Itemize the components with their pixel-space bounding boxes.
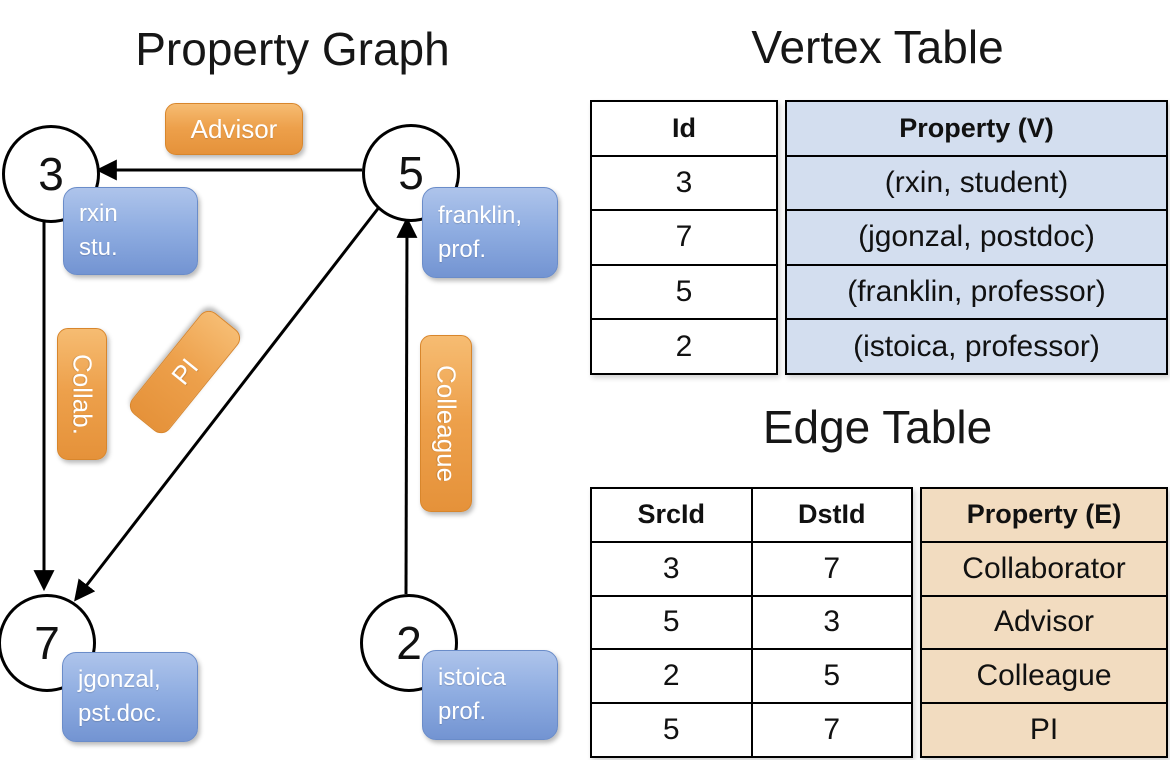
edge-table-dstid-cell: 5 xyxy=(752,648,911,702)
vertex-pill-line1: franklin, xyxy=(438,201,523,229)
graph-node-2-id: 2 xyxy=(396,617,422,669)
vertex-table-property-cell: (istoica, professor) xyxy=(787,318,1166,373)
edge-table-srcid-cell: 3 xyxy=(592,540,751,595)
edge-table-property-cell: Advisor xyxy=(922,594,1166,649)
property-graph-panel: Property Graph Advisor Collab. PI Collea… xyxy=(0,23,558,742)
vertex-pill-rxin: rxin stu. xyxy=(63,187,198,275)
vertex-pill-line1: istoica xyxy=(438,664,507,692)
vertex-pill-istoica-text: istoica prof. xyxy=(438,661,506,728)
edge-table-property-cell: Collaborator xyxy=(922,540,1166,595)
graph-node-5: 5 xyxy=(362,124,460,222)
vertex-pill-line1: rxin xyxy=(79,200,118,228)
vertex-table-id-column: Id 3 7 5 2 xyxy=(590,100,778,375)
edge-table-srcid-column: SrcId 3 5 2 5 xyxy=(592,489,751,756)
vertex-table-id-cell: 2 xyxy=(592,318,776,373)
graph-node-3-id: 3 xyxy=(38,148,64,200)
vertex-pill-rxin-text: rxin stu. xyxy=(79,197,118,264)
edge-table-property-cell: Colleague xyxy=(922,648,1166,703)
edge-table-title: Edge Table xyxy=(762,401,993,453)
vertex-table-id-cell: 5 xyxy=(592,263,776,319)
vertex-table-property-cell: (rxin, student) xyxy=(787,154,1166,210)
vertex-pill-jgonzal-text: jgonzal, pst.doc. xyxy=(78,663,162,730)
graph-node-5-id: 5 xyxy=(398,147,424,199)
vertex-pill-istoica: istoica prof. xyxy=(422,650,558,740)
vertex-pill-line2: prof. xyxy=(438,235,487,263)
vertex-table-header-property: Property (V) xyxy=(787,102,1166,155)
edge-table-header-dstid: DstId xyxy=(798,499,866,530)
edge-table-id-columns: SrcId 3 5 2 5 DstId 7 3 5 7 xyxy=(590,487,913,758)
vertex-table-property-cell: (jgonzal, postdoc) xyxy=(787,209,1166,264)
edge-pill-advisor: Advisor xyxy=(165,103,303,155)
edge-table-header-srcid: SrcId xyxy=(637,499,706,530)
edge-line-colleague-2-to-5 xyxy=(396,216,418,595)
edge-table-srcid-cell: 5 xyxy=(592,594,751,649)
vertex-pill-line1: jgonzal, xyxy=(78,666,161,694)
vertex-pill-line2: pst.doc. xyxy=(78,700,163,727)
vertex-table-id-cell: 7 xyxy=(592,209,776,264)
vertex-pill-line2: stu. xyxy=(79,234,118,261)
vertex-table-title: Vertex Table xyxy=(751,21,1004,73)
edge-table-srcid-cell: 2 xyxy=(592,648,751,702)
edge-table-dstid-cell: 3 xyxy=(752,594,911,649)
edge-table-srcid-cell: 5 xyxy=(592,702,751,756)
vertex-pill-jgonzal: jgonzal, pst.doc. xyxy=(62,652,198,742)
graph-edges-layer xyxy=(33,159,418,602)
edge-table-dstid-column: DstId 7 3 5 7 xyxy=(750,489,911,756)
edge-table-header-property: Property (E) xyxy=(922,489,1166,541)
vertex-table-property-cell: (franklin, professor) xyxy=(787,263,1166,319)
vertex-pill-franklin: franklin, prof. xyxy=(422,187,558,278)
edge-table-property-column: Property (E) Collaborator Advisor Collea… xyxy=(920,487,1168,758)
edge-pill-collab: Collab. xyxy=(57,328,107,460)
vertex-table-id-cell: 3 xyxy=(592,154,776,210)
graph-node-7-id: 7 xyxy=(34,617,60,669)
vertex-table-property-column: Property (V) (rxin, student) (jgonzal, p… xyxy=(785,100,1168,375)
edge-table-dstid-cell: 7 xyxy=(752,540,911,595)
edge-pill-colleague: Colleague xyxy=(420,335,472,512)
graph-node-2: 2 xyxy=(360,594,458,692)
edge-table-property-cell: PI xyxy=(922,702,1166,756)
vertex-table-header-id: Id xyxy=(672,112,696,143)
vertex-pill-franklin-text: franklin, prof. xyxy=(438,199,522,266)
edge-line-pi-5-to-7 xyxy=(74,205,382,602)
edge-table-dstid-cell: 7 xyxy=(752,702,911,756)
property-graph-title: Property Graph xyxy=(135,23,450,75)
vertex-pill-line2: prof. xyxy=(438,698,487,725)
